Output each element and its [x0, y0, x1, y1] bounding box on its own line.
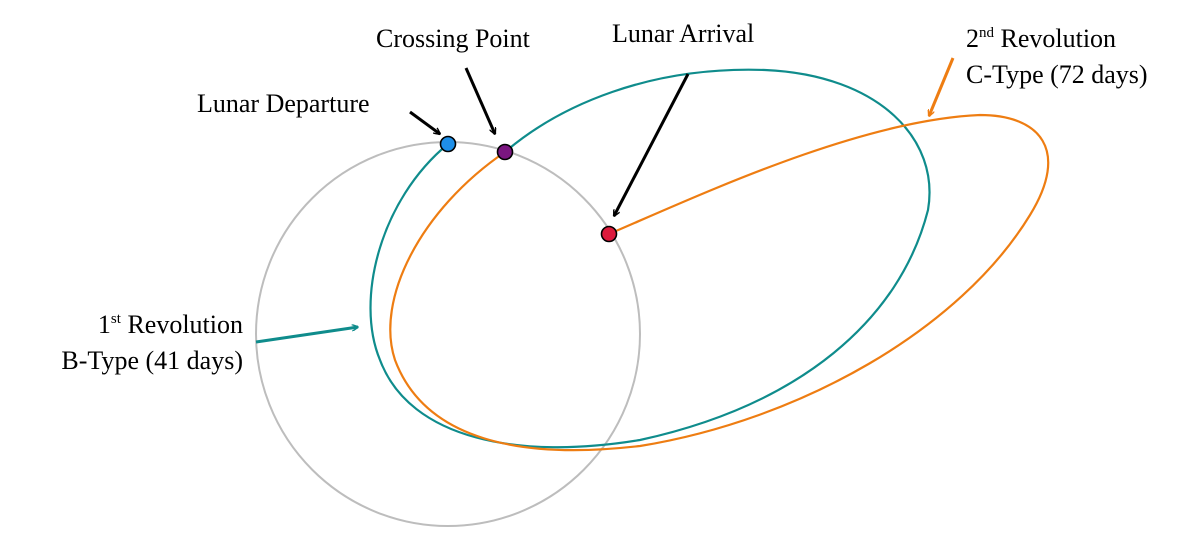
- second-revolution-ordinal-suffix: nd: [979, 25, 994, 41]
- crossing-point-arrow: [464, 67, 497, 134]
- first-revolution-ordinal-suffix: st: [110, 311, 121, 327]
- first-revolution-trajectory: [369, 68, 931, 449]
- second-revolution-word: Revolution: [1000, 24, 1117, 53]
- lunar-departure-label: Lunar Departure: [197, 89, 370, 118]
- second-revolution-ordinal: 2: [966, 24, 979, 53]
- lunar-departure-arrow: [409, 110, 440, 134]
- second-revolution-title: 2nd Revolution: [966, 24, 1116, 54]
- first-revolution-type: B-Type (41 days): [61, 346, 243, 375]
- rev1-pointer-arrow: [255, 327, 358, 344]
- crossing-point-label: Crossing Point: [376, 24, 530, 53]
- second-revolution-type: C-Type (72 days): [966, 60, 1148, 89]
- first-revolution-word: Revolution: [127, 310, 243, 339]
- first-revolution-ordinal: 1: [97, 310, 111, 339]
- lunar-arrival-arrow: [612, 73, 690, 216]
- second-revolution-trajectory: [389, 113, 1050, 452]
- lunar-arrival-label: Lunar Arrival: [612, 19, 755, 48]
- first-revolution-title: 1st Revolution: [98, 310, 243, 340]
- lunar-arrival-marker: [600, 225, 618, 243]
- lunar-departure-marker: [439, 135, 457, 153]
- crossing-point-marker: [496, 143, 514, 161]
- rev2-pointer-arrow: [929, 57, 955, 116]
